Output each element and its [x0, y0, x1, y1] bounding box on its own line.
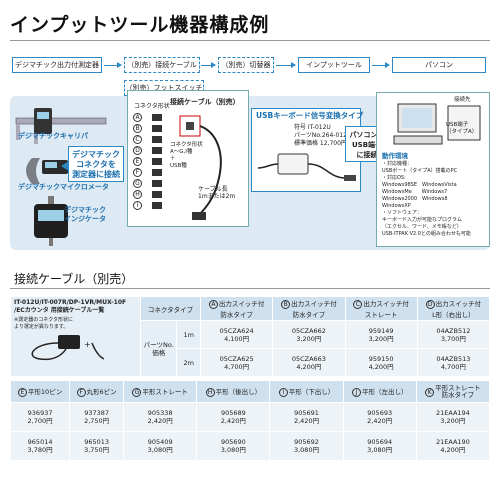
part-no-price-label: パーツNo. 価格	[141, 321, 177, 377]
env-line: USBポート（タイプA）搭載のPC	[382, 168, 488, 175]
cable-table-top: IT-012U/IT-007R/DP-1VR/MUX-10F /ECカウンタ 用…	[10, 296, 490, 377]
length-1m: 1m	[177, 321, 201, 349]
connector-type-header: コネクタタイプ	[141, 297, 201, 321]
env-list: ・対応機種： USBポート（タイプA）搭載のPC ・対応OS: Windows9…	[382, 161, 488, 238]
micrometer-label: デジマチックマイクロメータ	[18, 182, 109, 192]
flow-arrow-2	[201, 65, 214, 66]
cable-box-title: 接続ケーブル（別売）	[170, 98, 240, 106]
flow-pc: パソコン	[392, 57, 486, 73]
page-title: インプットツール機器構成例	[10, 10, 269, 37]
env-line: ・対応機種：	[382, 161, 488, 168]
flow-switcher: （別売）切替器	[218, 57, 274, 73]
env-line: USB-ITPAK V2.0との組み合わせも可能	[382, 231, 488, 238]
connect-callout: デジマチック コネクタを 測定器に接続	[68, 146, 124, 182]
env-line: WindowsMe Windows7	[382, 189, 488, 196]
caliper-label: デジマチックキャリパ	[18, 131, 88, 141]
pc-usb-label: USB端子 （タイプA）	[446, 122, 477, 136]
flow-cable: （別売）接続ケーブル	[124, 57, 200, 73]
cable-length-note: ケーブル長 1mまたは2m	[198, 186, 235, 200]
flow-arrow-4	[372, 65, 388, 66]
cable-photo-icon: +	[14, 333, 104, 363]
usb-price: 標準価格 12,700円	[294, 140, 347, 148]
column-header-k: K平形ストレート 防水タイプ	[416, 381, 489, 403]
section2-title: 接続ケーブル（別売）	[14, 270, 133, 287]
env-title: 動作環境	[382, 152, 408, 160]
connector-shape-label: コネクタ形状	[134, 103, 170, 111]
env-line: Windows2000 Windows8	[382, 196, 488, 203]
env-line: ・ソフトウェア：	[382, 210, 488, 217]
table-label: IT-012U/IT-007R/DP-1VR/MUX-10F /ECカウンタ 用…	[14, 299, 137, 315]
table-label-cell: IT-012U/IT-007R/DP-1VR/MUX-10F /ECカウンタ 用…	[11, 297, 141, 377]
flow-gauge: デジマチック出力付測定器	[12, 57, 102, 73]
title-divider	[10, 40, 490, 41]
flow-arrow-3	[276, 65, 294, 66]
indicator-icon	[34, 196, 68, 246]
env-line: （エクセル、ワード、メモ帳など）	[382, 224, 488, 231]
env-line: Windows98SE WindowsVista	[382, 182, 488, 189]
indicator-label: デジマチック インジケータ	[64, 206, 106, 224]
env-line: キーボード入力が可能なプログラム	[382, 217, 488, 224]
usb-code: 符号 IT-012U	[294, 124, 331, 132]
length-2m: 2m	[177, 349, 201, 377]
flow-arrow-1	[104, 65, 120, 66]
env-line: ・対応OS:	[382, 175, 488, 182]
section2-divider	[10, 288, 490, 289]
env-line: WindowsXP	[382, 203, 488, 210]
usb-title: USBキーボード信号変換タイプ	[256, 112, 363, 120]
table-note: ※測定器のコネクタ形状に より選定が異なります。	[14, 317, 137, 331]
svg-text:+: +	[84, 340, 91, 349]
flow-inputtool: インプットツール	[298, 57, 370, 73]
connector-shape-note: コネクタ形状 A〜G,I種 ＋ USB種	[170, 142, 203, 170]
